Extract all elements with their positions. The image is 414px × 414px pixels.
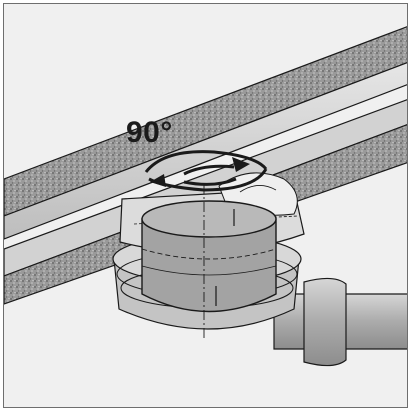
arrow-head-icon	[150, 174, 166, 187]
filter-rotation-diagram: 90°	[4, 26, 407, 367]
micro-filter	[141, 200, 277, 313]
illustration-frame: 90°	[3, 3, 408, 408]
rotation-angle-label: 90°	[126, 116, 173, 149]
arrow-head-icon	[232, 157, 250, 172]
drain-pipe	[273, 277, 407, 367]
